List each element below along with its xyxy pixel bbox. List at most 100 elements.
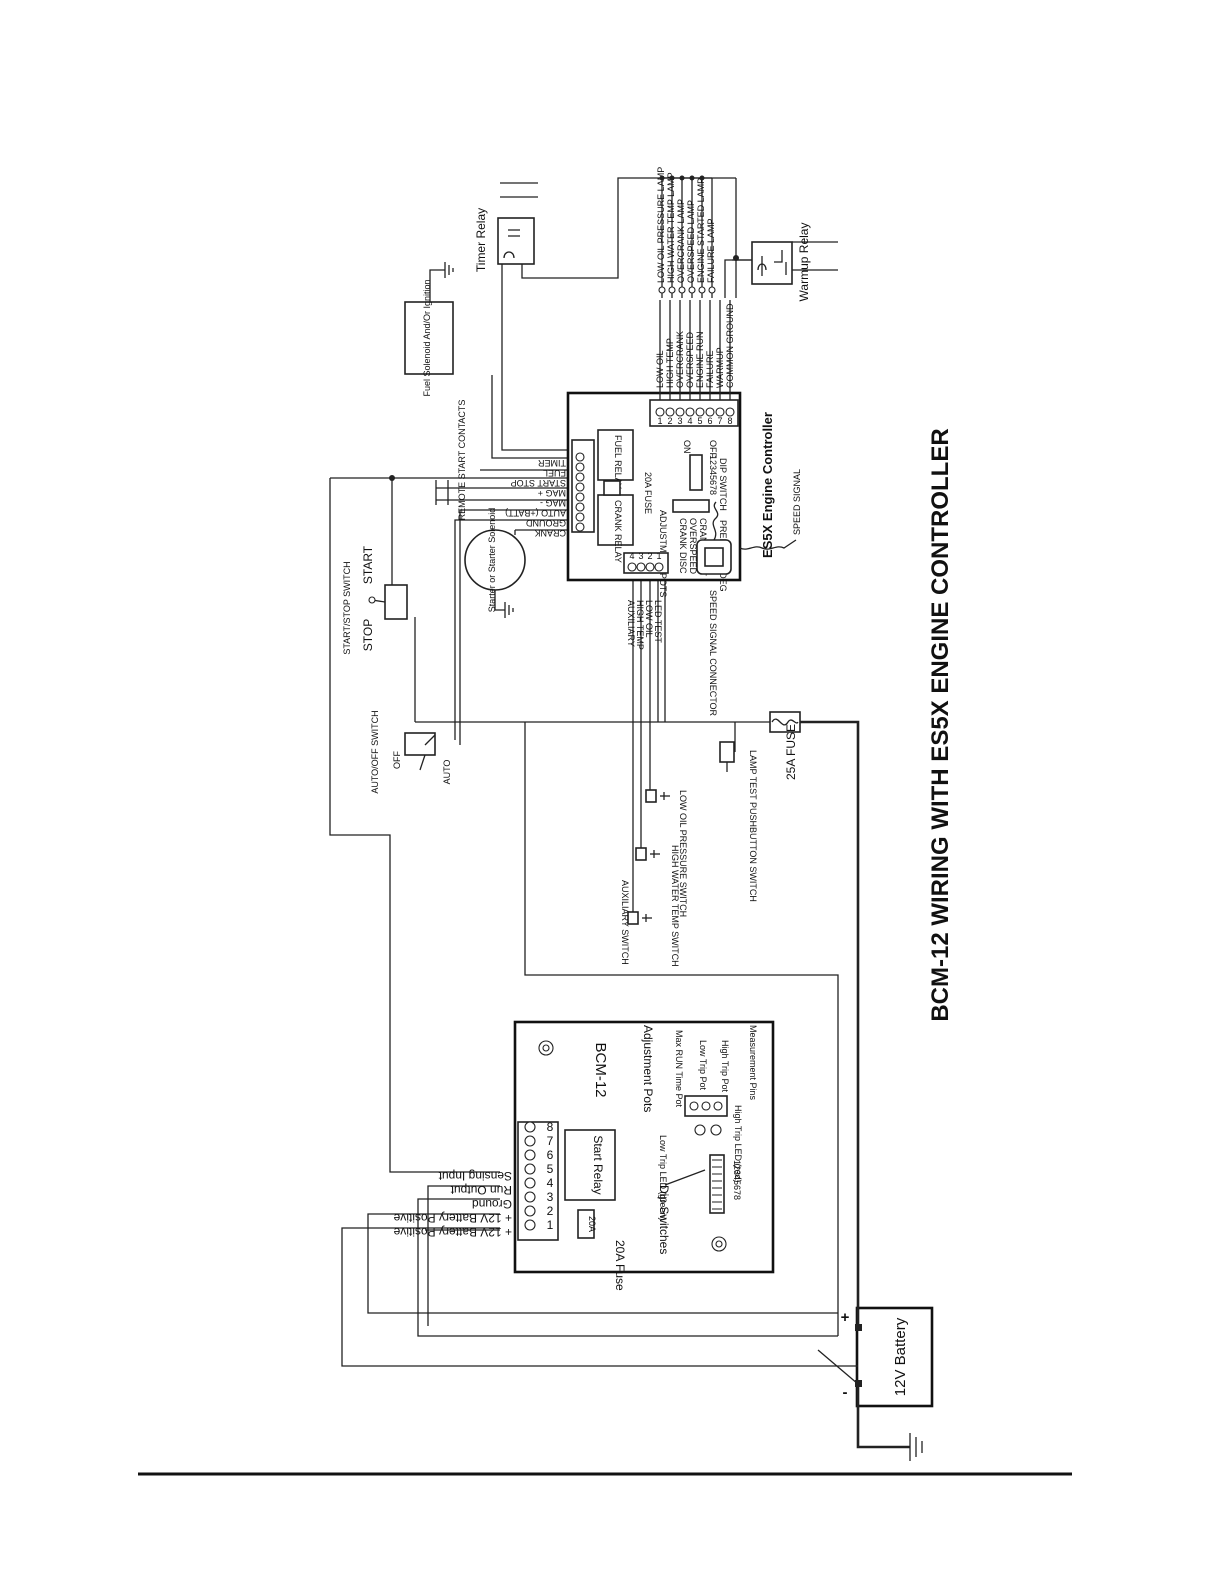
es5x-dip-off: OFF [708,440,718,458]
page-title: BCM-12 WIRING WITH ES5X ENGINE CONTROLLE… [927,428,954,1021]
es5x-pot-label: OVERSPEED [688,518,698,575]
bcm-terminal-number: 6 [547,1148,554,1162]
bcm-terminal-number: 1 [547,1218,554,1232]
bcm-fuse-label: 20A Fuse [613,1240,627,1291]
es5x-output-number: 5 [697,416,702,426]
bcm-pot-label: High Trip Pot [720,1040,730,1093]
battery: 12V Battery + - [841,1306,934,1408]
remote-start-label: REMOTE START CONTACTS [457,400,467,521]
es5x-output-number: 7 [717,416,722,426]
remote-start-contacts: REMOTE START CONTACTS [435,400,467,521]
fuel-solenoid: Fuel Solenoid And/Or Ignition [404,262,454,397]
battery-positive-sign: + [841,1309,850,1326]
bcm-start-relay-label: Start Relay [591,1135,605,1194]
battery-positive-terminal [855,1324,862,1331]
bcm-measurement-pins: Measurement Pins [748,1025,758,1101]
lamp-label: OVERCRANK LAMP [676,199,686,283]
start-stop-switch: STOP START START/STOP SWITCH [342,545,408,655]
es5x-output-label: COMMON GROUND [725,303,735,388]
es5x-dip-switch [689,454,703,491]
bcm-terminal-strip [517,1121,559,1241]
bcm-pot-label: Max RUN Time Pot [674,1030,684,1108]
bcm-name: BCM-12 [592,1042,609,1097]
es5x-output-label: ENGINE RUN [695,331,705,388]
es5x-fuel-relay-label: FUEL RELAY [613,435,623,489]
es5x-output-number: 8 [727,416,732,426]
fuse-25a [769,711,801,733]
es5x-left-terminal-label: CRANK [534,528,566,538]
bcm-terminal-label: Run Output [450,1183,512,1197]
es5x-fuel-relay [597,429,634,481]
timer-relay-label: Timer Relay [474,208,488,272]
battery-ground-icon [856,1387,923,1461]
bcm-terminals: 1 2 3 4 5 6 7 8 [524,1120,554,1232]
es5x-output-label: OVERSPEED [685,331,695,388]
bcm-dip-switches [709,1154,725,1214]
auto-label: AUTO [442,760,452,785]
bcm-fuse-value: 20A [587,1216,597,1232]
es5x-name: ES5X Engine Controller [760,412,775,558]
starter-solenoid: Starter or Starter Solenoid [464,508,526,618]
es5x-input-label: LED TEST [653,600,663,643]
low-oil-switch-label: LOW OIL PRESSURE SWITCH [678,790,688,917]
es5x-input-number: 2 [647,551,652,561]
bcm-low-trip-led-label: Low Trip LED (green) [658,1135,668,1221]
auxiliary-switch: AUXILIARY SWITCH [620,880,652,965]
lamp-icon [708,286,716,294]
es5x-crank-relay [597,494,634,546]
start-stop-switch-label: START/STOP SWITCH [342,561,352,654]
battery-box [855,1306,934,1408]
battery-negative-sign: - [843,1384,848,1401]
bcm-terminal-label: + 12V Battery Positive [393,1211,512,1225]
es5x-input-label: AUXILIARY [626,600,636,647]
es5x-dip-on: ON [682,440,692,454]
bcm-start-relay [564,1129,616,1201]
es5x-left-terminal-label: FUEL [543,468,566,478]
es5x-controller: CRANK GROUND AUTO (+BATT) MAG - MAG + ST… [505,300,802,717]
battery-label: 12V Battery [892,1317,909,1396]
es5x-input-label: HIGH TEMP [635,600,645,650]
bcm-terminal-number: 4 [547,1176,554,1190]
bcm-pot-label: Low Trip Pot [698,1040,708,1091]
starter-label: Starter or Starter Solenoid [487,508,497,613]
es5x-output-number: 1 [657,416,662,426]
es5x-input-number: 4 [629,551,634,561]
lamp-label: ENGINE STARTED LAMP [696,178,706,283]
bcm-high-trip-led-label: High Trip LED (red) [733,1105,743,1183]
lamp-test-label: LAMP TEST PUSHBUTTON SWITCH [748,750,758,902]
bcm-adjustment-pots: Adjustment Pots [641,1025,655,1112]
lamp-label: OVERSPEED LAMP [686,200,696,283]
bcm-12-module: BCM-12 1 2 3 4 5 6 7 8 + 12V Battery Pos… [393,1020,775,1291]
auto-off-switch-body [404,732,436,756]
bcm-dip-numbers: 12345678 [732,1160,742,1200]
es5x-left-terminal-label: MAG - [540,498,566,508]
es5x-output-label: HIGH TEMP [665,338,675,388]
lamp-icon [668,286,676,294]
es5x-left-terminal-label: AUTO (+BATT) [505,508,566,518]
high-water-switch-label: HIGH WATER TEMP SWITCH [670,845,680,967]
lamp-icon [678,286,686,294]
bcm-terminal-label: Ground [472,1197,512,1211]
es5x-pot-label: CRANK DISC [678,518,688,574]
es5x-input-number: 3 [638,551,643,561]
lamp-label: LOW OIL PRESSURE LAMP [656,167,666,283]
bcm-high-trip-led [710,1124,722,1136]
lamp-icon [698,286,706,294]
es5x-left-terminal-label: GROUND [526,518,566,528]
warmup-relay-label: Warmup Relay [797,223,811,302]
es5x-speed-signal-label: SPEED SIGNAL [792,469,802,535]
lamp-label: HIGH WATER TEMP LAMP [666,172,676,283]
auxiliary-switch-label: AUXILIARY SWITCH [620,880,630,965]
warmup-relay: Warmup Relay [751,223,811,302]
bcm-dip-label: Dip Switches [657,1185,671,1254]
lamp-label: FAILURE LAMP [706,218,716,283]
bcm-fuse [577,1209,595,1239]
start-label: START [361,545,375,584]
bcm-terminal-number: 5 [547,1162,554,1176]
wires [329,177,860,1385]
ground-icon [444,262,454,278]
high-water-temp-switch: HIGH WATER TEMP SWITCH [635,845,680,967]
indicator-lamps: LOW OIL PRESSURE LAMP HIGH WATER TEMP LA… [656,167,716,294]
bcm-low-trip-led [694,1124,706,1136]
start-stop-switch-body [384,584,408,620]
